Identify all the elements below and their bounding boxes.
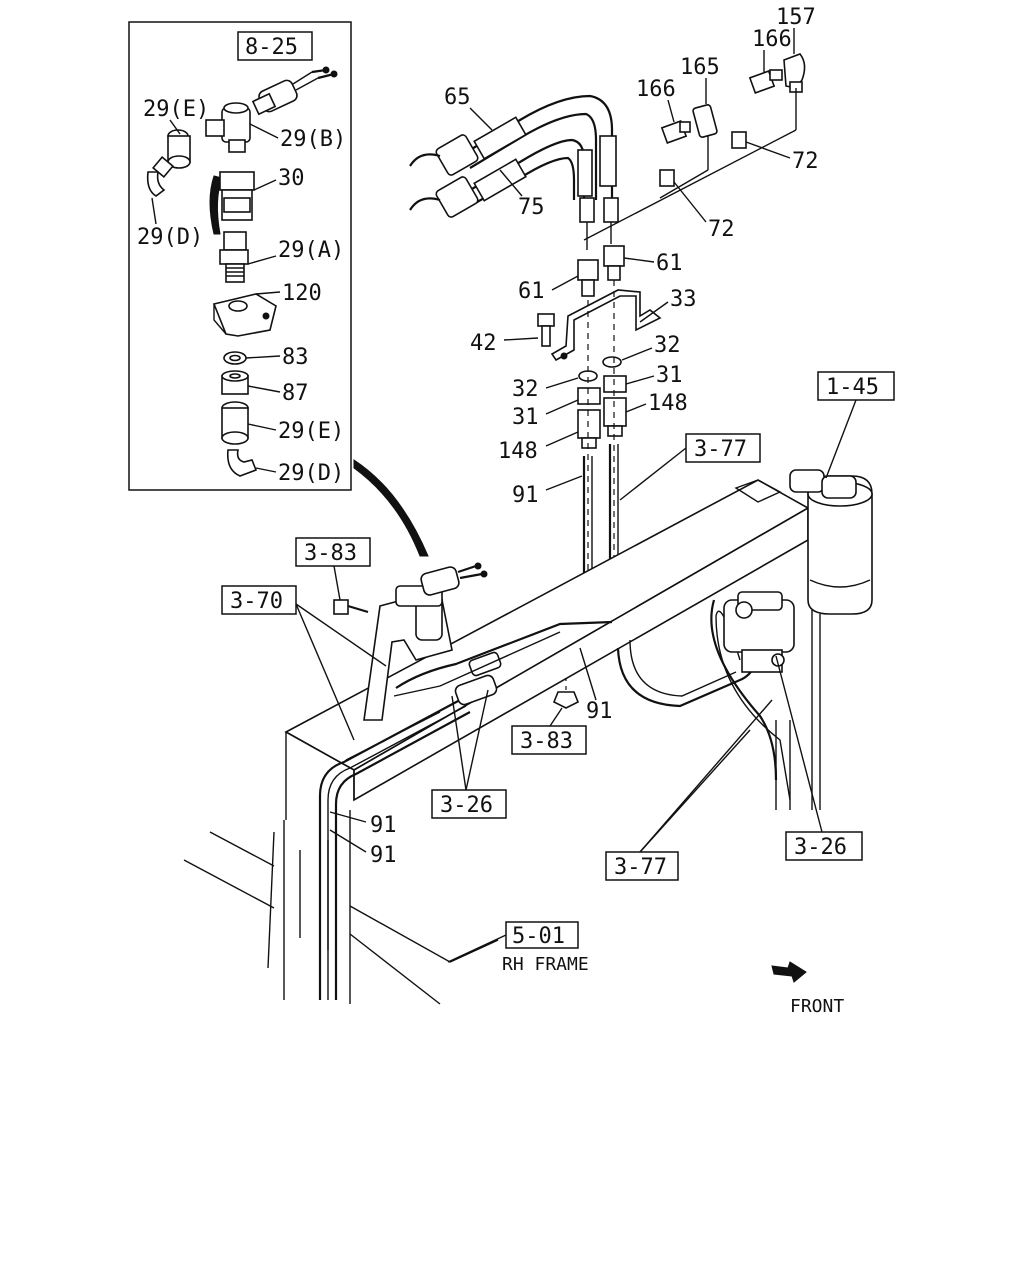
part-29B-tee xyxy=(205,102,251,153)
ref-label-3-77-lower: 3-77 xyxy=(614,855,667,880)
part-29D-top xyxy=(146,156,174,197)
callout-91-top: 91 xyxy=(512,483,539,508)
callout-31-right: 31 xyxy=(656,363,683,388)
detail-inset: 8-25 29(E) 29(B) xyxy=(128,21,352,491)
ref-label-3-26-right: 3-26 xyxy=(794,835,847,860)
callout-91-mid: 91 xyxy=(586,699,613,724)
detail-arrow xyxy=(353,459,429,557)
ref-box-3-83-lower[interactable] xyxy=(511,725,587,755)
ref-box-3-77-upper[interactable] xyxy=(685,433,761,463)
callout-166-lower: 166 xyxy=(636,77,676,102)
callout-91-lower-b: 91 xyxy=(370,843,397,868)
callout-32-right: 32 xyxy=(654,333,681,358)
callout-165: 165 xyxy=(680,55,720,80)
callout-29D-bottom: 29(D) xyxy=(278,461,344,486)
ref-label-3-70: 3-70 xyxy=(230,589,283,614)
ref-label-3-26-left: 3-26 xyxy=(440,793,493,818)
ref-label-5-01: 5-01 xyxy=(512,924,565,949)
ref-box-3-26-left[interactable] xyxy=(431,789,507,819)
callout-29E-bottom: 29(E) xyxy=(278,419,344,444)
callout-65: 65 xyxy=(444,85,471,110)
callout-29E-top: 29(E) xyxy=(143,97,209,122)
ref-box-3-77-lower[interactable] xyxy=(605,851,679,881)
part-29E-top xyxy=(167,129,191,169)
callout-148-left: 148 xyxy=(498,439,538,464)
callout-42: 42 xyxy=(470,331,497,356)
callout-61-right: 61 xyxy=(656,251,683,276)
callout-29B: 29(B) xyxy=(280,127,346,152)
ref-label-3-83-lower: 3-83 xyxy=(520,729,573,754)
ref-label-3-77-upper: 3-77 xyxy=(694,437,747,462)
ref-label-8-25: 8-25 xyxy=(245,35,298,60)
part-83-washer xyxy=(223,351,247,365)
bracket-stack xyxy=(469,245,662,709)
ref-box-5-01[interactable] xyxy=(505,921,579,949)
part-29A-fitting xyxy=(219,231,249,283)
frame-assembly xyxy=(183,469,873,1005)
ref-box-3-26-right[interactable] xyxy=(785,831,863,861)
callout-120: 120 xyxy=(282,281,322,306)
callout-75: 75 xyxy=(518,195,545,220)
callout-166-upper: 166 xyxy=(752,27,792,52)
callout-87: 87 xyxy=(282,381,309,406)
ref-box-8-25[interactable] xyxy=(237,31,313,61)
callout-72-lower: 72 xyxy=(708,217,735,242)
front-label: FRONT xyxy=(790,996,844,1017)
part-120-bracket xyxy=(212,293,277,337)
callout-29D-top: 29(D) xyxy=(137,225,203,250)
callout-157: 157 xyxy=(776,5,816,30)
callout-31-left: 31 xyxy=(512,405,539,430)
ref-label-3-83-upper: 3-83 xyxy=(304,541,357,566)
ref-box-3-70[interactable] xyxy=(221,585,297,615)
hoses-65-75 xyxy=(409,94,619,250)
callout-83: 83 xyxy=(282,345,309,370)
ref-label-1-45: 1-45 xyxy=(826,375,879,400)
callout-91-lower-a: 91 xyxy=(370,813,397,838)
callout-61-left: 61 xyxy=(518,279,545,304)
callout-148-right: 148 xyxy=(648,391,688,416)
callout-72-right: 72 xyxy=(792,149,819,174)
rh-frame-label: RH FRAME xyxy=(502,954,589,975)
callout-33: 33 xyxy=(670,287,697,312)
front-arrow-icon xyxy=(771,961,807,983)
part-29E-bottom xyxy=(221,401,249,445)
callout-32-left: 32 xyxy=(512,377,539,402)
part-29D-bottom xyxy=(226,449,258,477)
part-87-nut xyxy=(221,370,249,395)
part-30-valve xyxy=(209,171,255,235)
callout-30: 30 xyxy=(278,166,305,191)
ref-box-3-83-upper[interactable] xyxy=(295,537,371,567)
callout-29A: 29(A) xyxy=(278,238,344,263)
fittings-157-166-165-72 xyxy=(583,53,806,241)
pressure-switch xyxy=(251,66,338,116)
